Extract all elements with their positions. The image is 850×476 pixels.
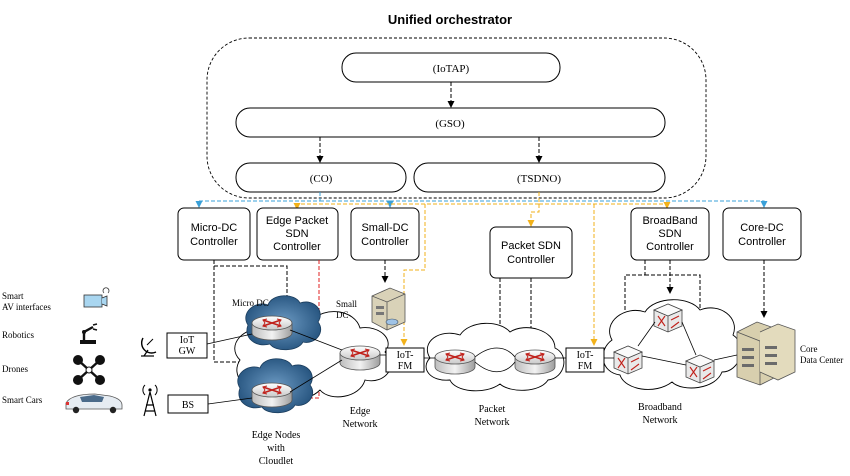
- edge-network-label-2: Network: [343, 419, 378, 430]
- iot-gw-line1: IoT: [180, 335, 194, 346]
- edge-router-icon: [339, 345, 381, 371]
- micro-dc-controller-line2: Controller: [190, 236, 238, 248]
- micro-dc-label: Micro DC: [232, 298, 269, 308]
- micro-link-upper: [214, 265, 291, 308]
- device-label-robotics: Robotics: [2, 330, 34, 340]
- iot-gw-box: [166, 332, 208, 359]
- gso-box: [235, 107, 666, 138]
- broadband-network-label-1: Broadband: [638, 402, 682, 413]
- small-dc-label-2: DC: [336, 310, 349, 320]
- diagram-title: Unified orchestrator: [388, 12, 512, 27]
- packet-router-right-icon: [514, 349, 556, 375]
- blue-link-core: [390, 200, 768, 208]
- car-icon: [65, 393, 123, 414]
- device-label-cars: Smart Cars: [2, 395, 43, 405]
- co-label: (CO): [310, 173, 333, 185]
- broadband-link-left: [621, 260, 646, 340]
- edge-nodes-label-2: with: [267, 443, 285, 454]
- small-dc-label-1: Small: [336, 299, 358, 309]
- broadband-network-label-2: Network: [643, 415, 678, 426]
- packet-sdn-controller-line2: Controller: [507, 254, 555, 266]
- edge-link-upper: [289, 329, 343, 351]
- small-dc-server-icon: [371, 287, 406, 331]
- gso-label: (GSO): [435, 118, 465, 130]
- broadband-switch-right-icon: [685, 354, 715, 384]
- micro-dc-router-icon: [251, 315, 293, 341]
- small-dc-controller: [350, 207, 420, 261]
- bs-link: [207, 397, 253, 405]
- broadband-link-tl: [637, 321, 656, 347]
- blue-link-micro: [195, 192, 321, 208]
- core-dc-label-2: Data Center: [800, 355, 843, 365]
- broadband-controller-line3: Controller: [646, 241, 694, 253]
- edge-sdn-controller-line3: Controller: [273, 241, 321, 253]
- device-label-av-1: Smart: [2, 291, 24, 301]
- gw-link: [206, 333, 253, 345]
- orange-link-broadband-sdn: [539, 202, 671, 209]
- packet-router-left-icon: [434, 349, 476, 375]
- broadband-link-tr: [681, 321, 697, 356]
- core-dc-controller-line2: Controller: [738, 236, 786, 248]
- iot-fm-right-line2: FM: [578, 361, 593, 372]
- micro-dc-controller-line1: Micro-DC: [191, 222, 237, 234]
- edge-nodes-label-3: Cloudlet: [259, 456, 294, 467]
- edge-link-lower: [289, 359, 343, 393]
- packet-network-label-2: Network: [475, 417, 510, 428]
- robot-arm-icon: [80, 323, 98, 344]
- orange-link-packet-sdn: [527, 204, 540, 227]
- orchestrator-container: [206, 37, 707, 199]
- iot-fm-left-line1: IoT-: [397, 350, 414, 361]
- broadband-controller-line1: BroadBand: [642, 215, 697, 227]
- device-label-drones: Drones: [2, 364, 28, 374]
- iot-fm-left-line2: FM: [398, 361, 413, 372]
- packet-sdn-controller-line1: Packet SDN: [501, 240, 561, 252]
- broadband-switch-top-icon: [653, 303, 683, 333]
- cloudlet-router-icon: [251, 382, 293, 408]
- small-dc-controller-line1: Small-DC: [361, 222, 408, 234]
- orange-link-edge-sdn: [293, 192, 540, 210]
- packet-network-label-1: Packet: [479, 404, 506, 415]
- broadband-link-lr: [641, 355, 687, 366]
- av-interface-icon: [83, 287, 110, 308]
- iot-fm-right-box: [565, 347, 605, 373]
- core-dc-label-1: Core: [800, 344, 818, 354]
- orange-link-left-fm: [400, 204, 426, 346]
- core-dc-controller: [722, 207, 802, 261]
- tsdno-label: (TSDNO): [517, 173, 561, 185]
- device-label-av-2: AV interfaces: [2, 302, 51, 312]
- broadband-controller-line2: SDN: [658, 228, 681, 240]
- broadband-switch-left-icon: [613, 345, 643, 375]
- drone-icon: [73, 355, 105, 385]
- satellite-dish-icon: [140, 337, 157, 357]
- packet-link-top: [474, 347, 516, 358]
- edge-network-label-1: Edge: [350, 406, 371, 417]
- packet-sdn-controller: [489, 226, 573, 279]
- co-box: [235, 162, 407, 193]
- small-dc-controller-line2: Controller: [361, 236, 409, 248]
- bs-label: BS: [182, 400, 194, 411]
- iot-fm-left-box: [385, 347, 425, 373]
- core-data-center-icon: [736, 321, 796, 386]
- edge-sdn-controller-line1: Edge Packet: [266, 215, 328, 227]
- cell-tower-icon: [142, 384, 158, 417]
- edge-sdn-controller-line2: SDN: [285, 228, 308, 240]
- packet-link-bottom: [474, 361, 516, 373]
- broadband-core-link: [713, 354, 738, 361]
- micro-dc-controller: [177, 207, 251, 261]
- edge-nodes-label-1: Edge Nodes: [252, 430, 301, 441]
- iotap-label: (IoTAP): [433, 63, 470, 75]
- iot-gw-line2: GW: [179, 346, 196, 357]
- core-dc-controller-line1: Core-DC: [740, 222, 783, 234]
- edge-packet-sdn-controller: [256, 207, 339, 261]
- iot-fm-right-line1: IoT-: [577, 350, 594, 361]
